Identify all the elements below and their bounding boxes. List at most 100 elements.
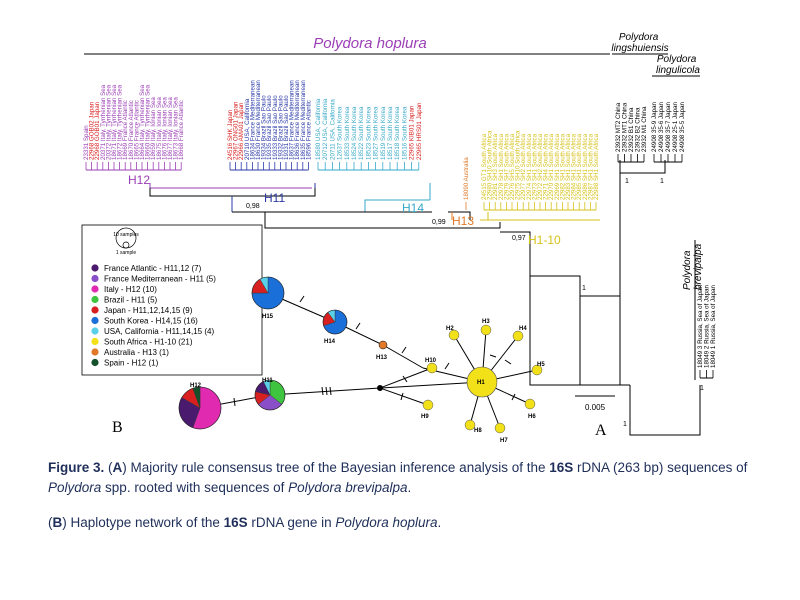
support-value: 1 (582, 285, 586, 292)
leaf-label: 22968 GOB01 Japan (94, 101, 101, 160)
legend-swatch (91, 295, 99, 304)
leaf-label: 22972 SH2 South Africa (537, 133, 544, 200)
legend-label: Japan - H11,12,14,15 (9) (104, 306, 193, 315)
node-h9 (422, 399, 434, 411)
leaf-label: 18668 France Atlantic (178, 100, 185, 160)
support-value: 1 (700, 385, 704, 392)
leaf-label: 22979 SH7 South Africa (503, 133, 510, 200)
legend-label: Australia - H13 (1) (104, 348, 169, 357)
leaf-label: 18673 Italy, Ionian Sea (173, 97, 180, 160)
outgroup-label-line: Polydora (682, 250, 693, 290)
legend-swatch (91, 316, 99, 325)
node-h8 (464, 419, 476, 431)
leaf-label: 12637 South Korea (337, 106, 344, 160)
haplogroup-label-h11: H11 (264, 191, 285, 205)
support-value: 0,98 (246, 203, 260, 210)
leaf-label: 18660 Italy, Tyrrhenian Sea (145, 84, 152, 160)
legend-swatch (91, 348, 99, 356)
mutation-ticks (233, 295, 516, 407)
leaf-label: 19331 Brazil Sao Paulo (283, 95, 290, 160)
outgroup-label-lingulicola: Polydora lingulicola (656, 54, 700, 76)
legend-swatch (91, 274, 99, 283)
leaf-label: 18533 South Korea (344, 106, 351, 160)
leaf-label: 22986 SH1 South Africa (582, 133, 589, 200)
support-value: 1 (625, 178, 629, 185)
leaf-label: 22988 SH1 South Africa (593, 133, 600, 200)
leaf-label: 18635 France Mediterranean (300, 80, 307, 160)
leaf-label: 18522 South Korea (358, 106, 365, 160)
haplotype-pies (178, 276, 348, 430)
legend-label: USA, California - H11,14,15 (4) (104, 327, 214, 336)
leaf-label: 18596 France Atlantic (305, 100, 312, 160)
caption-text: rDNA (263 bp) sequences of (573, 460, 748, 475)
legend-label: France Mediterranean - H11 (5) (104, 275, 216, 284)
legend-label: Italy - H12 (10) (104, 285, 157, 294)
figure-caption-a: Figure 3. (A) Majority rule consensus tr… (48, 458, 768, 498)
leaf-label: 20372 Italy, Tyrrhenian Sea (105, 84, 112, 160)
leaf-label: 18676 Italy, Ionian Sea (161, 97, 168, 160)
node-label-h5: H5 (537, 362, 545, 368)
legend-label: South Africa - H1-10 (21) (104, 338, 193, 347)
node-label-h7: H7 (500, 438, 508, 444)
leaf-label: 18665 France Atlantic (133, 100, 140, 160)
node-h3 (480, 324, 492, 336)
leaf-label: 24908 35-9 Japan (651, 102, 658, 152)
pie-outline-h12 (178, 386, 222, 430)
haplotype-network: 10 samples 1 sample France Atlantic - H1… (81, 224, 545, 444)
outgroup-label-brevipalpa: Polydora brevipalpa (682, 243, 704, 290)
leaf-label: 24515 GT1 South Africa (481, 133, 488, 200)
leaf-label: 18049 2 Russia, Sea of Japan (704, 285, 711, 368)
haplogroup-label-h1-10: H1-10 (528, 233, 561, 247)
caption-text: . (437, 515, 442, 530)
caption-text: rDNA gene in (247, 515, 336, 530)
leaf-label: 20712 USA, California (322, 98, 329, 160)
caption-species: Polydora (48, 480, 102, 495)
leaf-label: 18630 France Mediterranean (255, 80, 262, 160)
size-legend-small-circle (122, 241, 130, 249)
leaf-label: 18636 France Mediterranean (294, 80, 301, 160)
leaf-label: 22965 HRS01 Japan (416, 102, 423, 160)
leaf-label: 18523 South Korea (365, 106, 372, 160)
leaf-label: 22975 SH10 South Africa (515, 130, 522, 200)
leaf-label: 22976 SH5 South Africa (509, 133, 516, 200)
leaf-label: 18659 Italy, Ionian Sea (150, 97, 157, 160)
leaf-label: 22987 SH1 South Africa (587, 133, 594, 200)
leaf-label: 24908 35-5 Japan (679, 102, 686, 152)
caption-species: Polydora hoplura (335, 515, 438, 530)
leaf-label: 18517 South Korea (387, 106, 394, 160)
legend-swatch (91, 264, 99, 272)
leaf-label: 18049 3 Russia, Sea of Japan (697, 285, 704, 368)
legend-label: Spain - H12 (1) (104, 359, 159, 368)
node-h7 (494, 422, 506, 434)
leaf-label: 23932 B2 China (635, 107, 642, 152)
leaf-label: 22968 GOB02 Japan (89, 101, 96, 160)
support-value: 0,97 (512, 235, 526, 242)
leaf-label: 23932 MT2 China (615, 102, 622, 152)
node-labels: H15 H14 H13 H12 H11 H10 H9 H8 H7 H6 H5 H… (190, 314, 545, 444)
figure-caption-b: (B) Haplotype network of the 16S rDNA ge… (48, 513, 768, 533)
panel-letter-b: B (112, 419, 123, 436)
leaf-label: 22978 SH1 South Africa (498, 133, 505, 200)
node-label-h4: H4 (519, 326, 527, 332)
leaf-label: 18524 South Korea (351, 106, 358, 160)
caption-text: ) Haplotype network of the (62, 515, 224, 530)
node-h2 (448, 329, 460, 341)
pie-outline-h15 (251, 276, 285, 310)
caption-panel-letter: A (112, 460, 123, 475)
node-label-h15: H15 (262, 314, 274, 320)
clade-title-polydora-hoplura: Polydora hoplura (313, 35, 426, 52)
leaf-label: 24908 25-1 Japan (672, 102, 679, 152)
haplogroup-label-h13: H13 (452, 214, 474, 228)
leaf-label: 19335 Brazil Sao Paulo (266, 95, 273, 160)
leaf-label: 19334 Brazil Sao Paulo (261, 95, 268, 160)
scale-bar-label: 0.005 (585, 403, 606, 412)
leaf-label: 22971 SH4 South Africa (543, 133, 550, 200)
legend-box (81, 224, 263, 376)
node-label-h14: H14 (324, 339, 336, 345)
leaf-label: 24908 35-6 Japan (658, 102, 665, 152)
